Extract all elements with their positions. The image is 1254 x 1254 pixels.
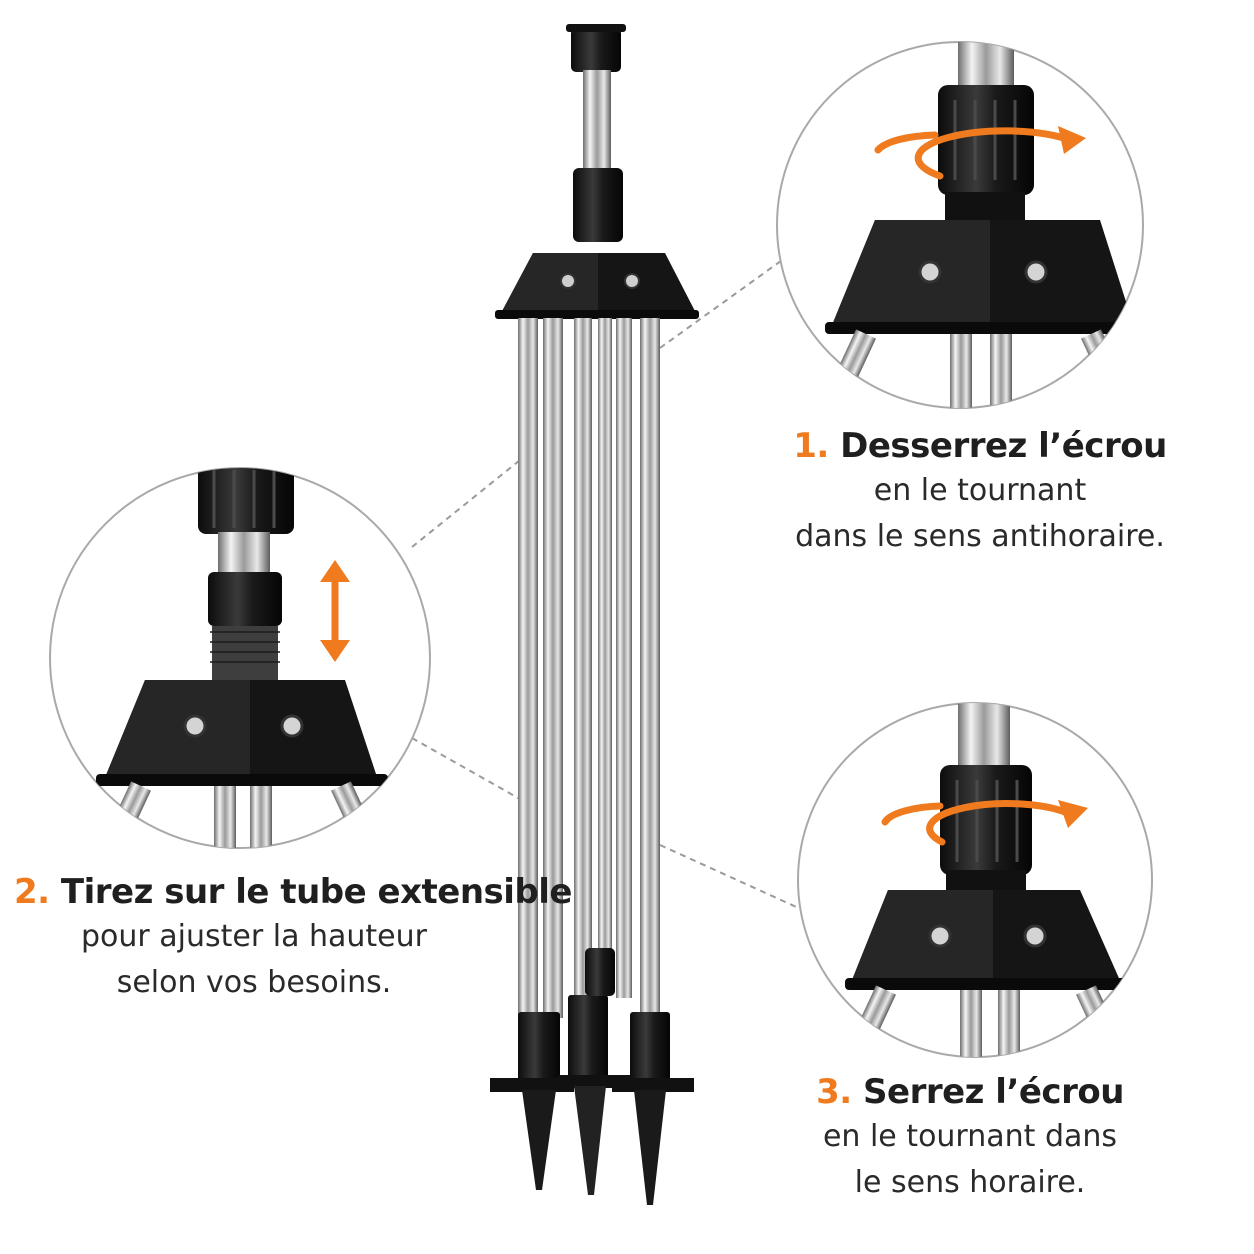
step-3-caption: 3. Serrez l’écrou en le tournant dans le… [780, 1072, 1160, 1206]
step-2-title-text: Tirez sur le tube extensible [60, 872, 573, 912]
step-1-title-text: Desserrez l’écrou [840, 426, 1167, 466]
step-3-title: 3. Serrez l’écrou [780, 1072, 1160, 1112]
step-2-title: 2. Tirez sur le tube extensible [14, 872, 572, 912]
step-2-line-1: pour ajuster la hauteur [81, 919, 427, 954]
step-3-line-2: le sens horaire. [854, 1165, 1086, 1200]
step-3-line-1: en le tournant dans [822, 1119, 1118, 1154]
step-1-number: 1. [793, 426, 829, 466]
connector-line-1 [659, 257, 786, 349]
step-1-caption: 1. Desserrez l’écrou en le tournant dans… [760, 426, 1200, 560]
step-2-number: 2. [14, 872, 50, 912]
spike-left [490, 1012, 574, 1190]
detail-circle-2 [49, 467, 431, 849]
clockwise-rotation-icon [881, 800, 1088, 846]
step-2-line-2: selon vos besoins. [116, 965, 392, 1000]
step-3-title-text: Serrez l’écrou [863, 1072, 1124, 1112]
connector-line-3 [411, 737, 528, 804]
sprinkler-stand [490, 24, 699, 1205]
step-1-line-2: dans le sens antihoraire. [795, 519, 1165, 554]
step-2-caption: 2. Tirez sur le tube extensible pour aju… [14, 872, 572, 1006]
detail-circle-3 [797, 702, 1153, 1058]
counter-clockwise-rotation-icon [874, 126, 1086, 180]
up-down-arrow-icon [320, 560, 350, 662]
spike-middle [558, 995, 630, 1195]
detail-circle-1 [776, 41, 1144, 409]
connector-line-2 [411, 451, 531, 548]
step-3-number: 3. [816, 1072, 852, 1112]
connector-lines [411, 257, 804, 911]
step-1-title: 1. Desserrez l’écrou [760, 426, 1200, 466]
connector-line-4 [659, 844, 804, 911]
spike-right [612, 1012, 694, 1205]
step-1-line-1: en le tournant [873, 473, 1087, 508]
